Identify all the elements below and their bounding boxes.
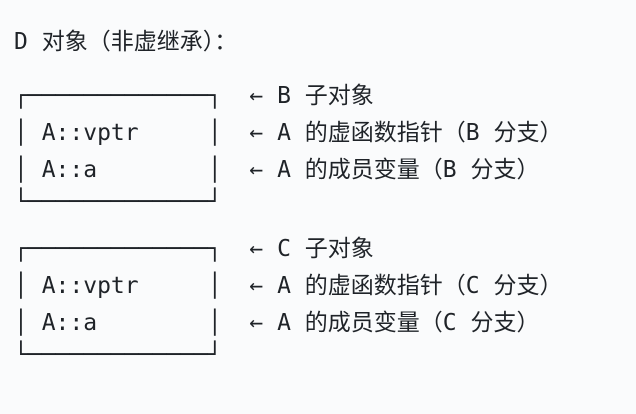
diagram-lines: ┌─────────────┐ ← B 子对象│ A::vptr │ ← A 的… bbox=[14, 62, 636, 368]
diagram-line-row: │ A::vptr │ ← A 的虚函数指针（B 分支） bbox=[14, 120, 563, 146]
diagram-title: D 对象（非虚继承）： bbox=[14, 29, 238, 55]
diagram-line-box-top: ┌─────────────┐ ← B 子对象 bbox=[14, 83, 374, 109]
diagram-line-blank bbox=[14, 62, 636, 78]
diagram-line-box-bottom: └─────────────┘ bbox=[14, 189, 222, 215]
diagram-line-box-top: ┌─────────────┐ ← C 子对象 bbox=[14, 236, 374, 262]
diagram-line-row: │ A::vptr │ ← A 的虚函数指针（C 分支） bbox=[14, 273, 563, 299]
diagram-line-row: │ A::a │ ← A 的成员变量（B 分支） bbox=[14, 157, 540, 183]
diagram-line-blank bbox=[14, 215, 636, 231]
diagram-line-row: │ A::a │ ← A 的成员变量（C 分支） bbox=[14, 310, 540, 336]
diagram-line-box-bottom: └─────────────┘ bbox=[14, 342, 222, 368]
